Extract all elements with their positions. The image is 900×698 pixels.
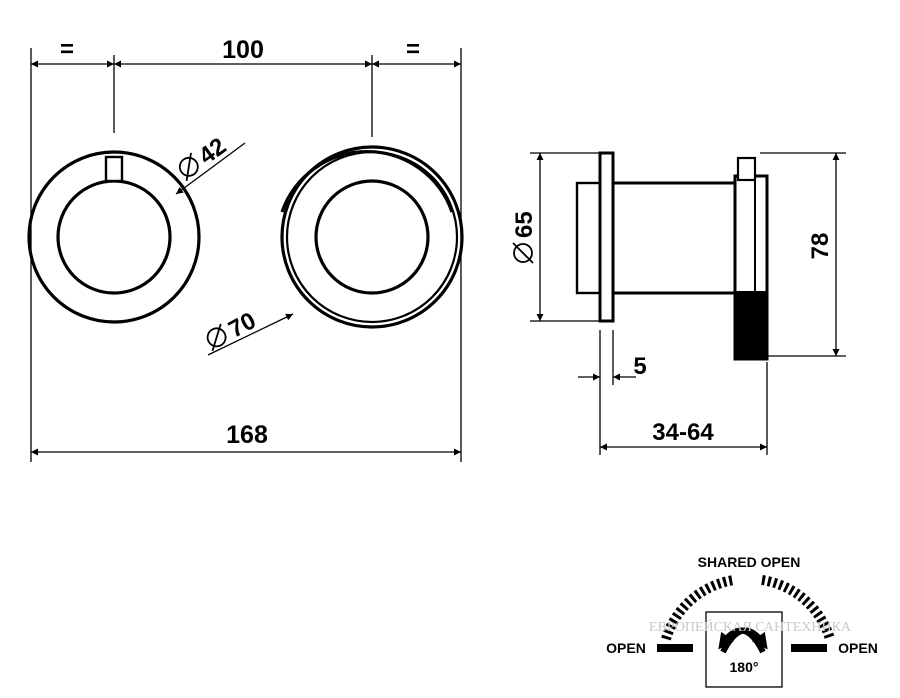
diameter-symbol-icon (178, 156, 199, 177)
dim-equal-left: = (60, 36, 74, 63)
dim-equal-right: = (406, 36, 420, 63)
label-plate-diameter: 65 (511, 211, 538, 264)
dim-total-width: 168 (226, 421, 268, 449)
rotation-arrow-reverse-icon (718, 627, 766, 654)
open-bar-left (657, 644, 693, 652)
watermark: ЕВРОПЕЙСКАЯ САНТЕХНИКА (649, 618, 852, 635)
label-angle: 180° (730, 659, 759, 675)
knob-indicator-post (736, 156, 757, 182)
left-knob-outer (27, 150, 201, 324)
leader-large-diameter (207, 313, 294, 356)
left-knob-inner (56, 179, 172, 295)
diameter-symbol-icon (513, 243, 533, 263)
label-large-diameter: 70 (206, 307, 260, 352)
right-knob-top-lip (280, 150, 454, 213)
dim-depth-range: 34-64 (652, 419, 714, 446)
label-open-left: OPEN (606, 640, 646, 656)
rotation-box (705, 611, 783, 688)
dim-plate-diameter: 65 (511, 211, 538, 238)
left-knob-indicator (104, 155, 124, 183)
knob-grip (734, 291, 768, 360)
rotation-diagram (657, 575, 835, 688)
right-knob-inner (314, 179, 430, 295)
side-view (530, 151, 846, 455)
label-small-diameter: 42 (178, 133, 231, 181)
wall-plate (598, 151, 615, 323)
open-bar-right (791, 644, 827, 652)
body-back (575, 181, 602, 295)
body-front (611, 181, 737, 295)
dim-large-diameter: 70 (224, 307, 260, 343)
leader-small-diameter (175, 142, 246, 195)
label-shared-open: SHARED OPEN (698, 554, 801, 570)
dim-center-distance: 100 (222, 36, 264, 64)
diameter-symbol-icon (206, 327, 227, 348)
front-view (27, 48, 464, 462)
label-open-right: OPEN (838, 640, 878, 656)
dim-plate-thickness: 5 (633, 353, 646, 380)
dim-height: 78 (807, 233, 834, 260)
right-knob-outer (280, 145, 464, 329)
dim-small-diameter: 42 (194, 133, 231, 171)
